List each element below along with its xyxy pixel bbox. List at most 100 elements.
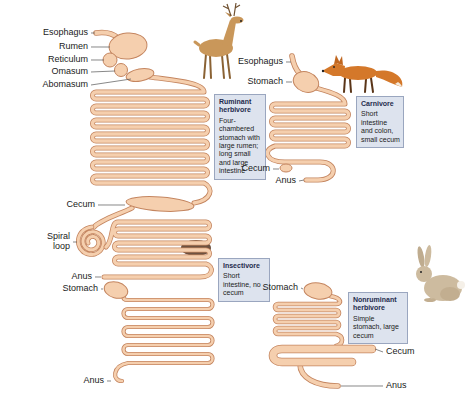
rabbit-tail <box>457 281 465 289</box>
part-label: Reticulum <box>48 55 88 65</box>
leader-line <box>341 385 383 386</box>
caption-box: InsectivoreShort intestine, no cecum <box>218 258 270 302</box>
intestine-fill <box>267 88 348 180</box>
abomasum-shape <box>125 67 155 84</box>
leader-line <box>73 242 77 243</box>
large-intestine-fill <box>104 222 211 277</box>
small-intestine <box>93 77 210 203</box>
digestive-tracts <box>78 31 372 386</box>
part-label: Cecum <box>66 200 95 210</box>
part-label: Stomach <box>62 284 98 294</box>
rabbit-haunch <box>440 287 460 301</box>
intestine-fill <box>115 296 212 381</box>
box-heading: Nonruminant herbivore <box>353 296 404 313</box>
cecum-shape-fill <box>273 349 372 362</box>
part-label: Anus <box>386 381 407 391</box>
cecum-shape <box>273 349 372 362</box>
part-label: Anus <box>71 272 92 282</box>
leader-line <box>299 180 304 182</box>
small-intestine-outline <box>93 77 210 203</box>
part-label: Stomach <box>247 77 283 87</box>
leader-lines <box>73 33 383 386</box>
stomach-shape <box>102 279 129 301</box>
leader-line <box>273 168 279 169</box>
small-intestine-outline <box>275 296 342 346</box>
caption-box: Nonruminant herbivoreSimple stomach, lar… <box>348 292 408 344</box>
part-label: Cecum <box>241 164 270 174</box>
leader-line <box>101 288 103 289</box>
part-label: Stomach <box>262 283 298 293</box>
deer-leg <box>210 55 211 78</box>
deer-antlers <box>223 3 240 16</box>
leader-line <box>98 204 125 205</box>
esophagus-tube-outline <box>292 56 300 74</box>
intestine-outline <box>115 296 212 381</box>
part-label: Esophagus <box>238 57 283 67</box>
deer-figure <box>195 3 244 78</box>
fox-tail-tip <box>395 82 402 87</box>
small-intestine-fill <box>93 77 210 203</box>
fox-leg <box>365 79 366 92</box>
leader-line <box>91 32 95 33</box>
leader-line <box>286 61 291 62</box>
fox-figure <box>322 55 403 92</box>
spiral-loop-fill <box>78 227 103 255</box>
box-body: Simple stomach, large cecum <box>353 315 404 340</box>
large-intestine-outline <box>104 222 211 277</box>
deer-neck <box>222 20 236 46</box>
deer-leg <box>222 55 224 78</box>
esophagus-tube <box>292 56 300 74</box>
fox-eye <box>333 66 335 68</box>
intestine <box>267 88 348 180</box>
box-body: Short intestine, no cecum <box>223 272 266 297</box>
deer-head <box>231 17 244 24</box>
esophagus-tube-fill <box>292 56 300 74</box>
part-label: Spiral loop <box>40 232 70 252</box>
leader-line <box>91 79 131 85</box>
leader-line <box>301 288 303 289</box>
cecum-shape <box>126 195 195 214</box>
rabbit-eye <box>420 271 422 273</box>
large-intestine <box>104 222 211 277</box>
spiral-loop-outline <box>78 227 103 255</box>
rabbit-figure <box>416 245 465 302</box>
box-body: Short intestine and colon, small cecum <box>361 110 400 144</box>
fox-ear <box>338 56 343 65</box>
part-label: Abomasum <box>42 80 88 90</box>
leader-line <box>107 380 111 381</box>
leader-line <box>91 46 110 47</box>
leader-line <box>91 59 104 60</box>
leader-line <box>286 81 292 82</box>
fox-leg <box>371 78 373 92</box>
reticulum-shape <box>103 53 117 67</box>
rabbit-head <box>416 266 432 282</box>
small-intestine-fill <box>275 296 342 346</box>
omasum-shape <box>115 64 128 77</box>
deer-leg <box>227 54 230 78</box>
box-heading: Insectivore <box>223 262 266 270</box>
leader-line <box>375 349 383 352</box>
deer-tail <box>195 42 199 45</box>
caption-box: CarnivoreShort intestine and colon, smal… <box>356 96 404 148</box>
spiral-loop <box>78 227 103 255</box>
deer-nose <box>240 20 242 22</box>
leader-line <box>91 71 115 73</box>
rabbit-foot <box>424 298 436 302</box>
leader-line <box>95 276 101 277</box>
fox-leg <box>344 78 345 92</box>
rabbit-ear <box>416 246 426 269</box>
deer-leg <box>204 54 206 78</box>
colon-outline <box>300 364 338 386</box>
part-label: Anus <box>275 176 296 186</box>
part-label: Anus <box>83 376 104 386</box>
stomach-shape <box>290 68 321 96</box>
box-heading: Ruminant herbivore <box>219 98 262 115</box>
fox-tail <box>376 70 402 87</box>
intestine-outline <box>267 88 348 180</box>
cecum-shape-outline <box>273 349 372 362</box>
rabbit-ear <box>423 245 432 268</box>
fox-nose <box>322 70 324 72</box>
stomach-shape <box>303 281 333 301</box>
part-label: Cecum <box>386 347 415 357</box>
